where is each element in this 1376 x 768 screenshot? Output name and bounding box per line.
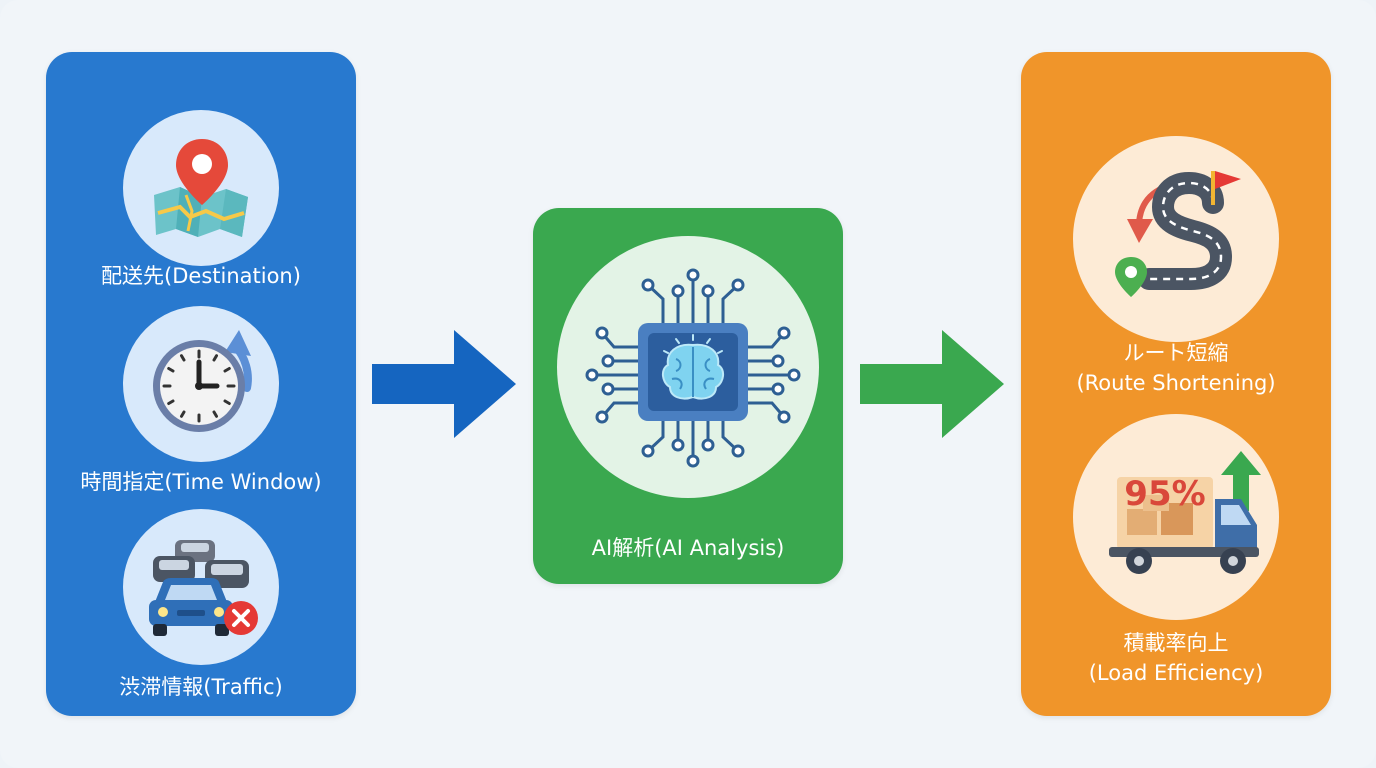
map-pin-icon	[154, 139, 248, 237]
time-window-label: 時間指定(Time Window)	[80, 470, 322, 494]
route-shortening-label: ルート短縮 (Route Shortening)	[1021, 338, 1331, 398]
loaded-truck-icon: 95%	[1109, 451, 1261, 574]
winding-route-icon	[1115, 171, 1241, 297]
traffic-jam-icon	[149, 540, 258, 636]
clock-icon	[153, 330, 252, 432]
destination-circle	[123, 110, 279, 266]
ai-circle	[557, 236, 819, 498]
input-panel: 配送先(Destination)	[46, 52, 356, 716]
load-badge: 95%	[1124, 474, 1205, 514]
output-panel: ルート短縮 (Route Shortening) 95%	[1021, 52, 1331, 716]
route-shortening-label-en: (Route Shortening)	[1076, 371, 1276, 395]
ai-brain-chip-icon	[585, 268, 801, 468]
traffic-label: 渋滞情報(Traffic)	[119, 675, 283, 699]
input-to-ai-arrow-icon	[372, 330, 516, 438]
load-efficiency-label-en: (Load Efficiency)	[1088, 661, 1264, 685]
load-efficiency-circle: 95%	[1073, 414, 1279, 620]
load-efficiency-label: 積載率向上 (Load Efficiency)	[1021, 628, 1331, 688]
ai-to-output-arrow-icon	[860, 330, 1004, 438]
route-shortening-circle	[1073, 136, 1279, 342]
ai-analysis-label: AI解析(AI Analysis)	[591, 536, 785, 560]
ai-panel: AI解析(AI Analysis)	[533, 208, 843, 584]
destination-label: 配送先(Destination)	[101, 264, 301, 288]
traffic-circle	[123, 509, 279, 665]
load-efficiency-label-ja: 積載率向上	[1123, 631, 1229, 655]
time-window-circle	[123, 306, 279, 462]
route-shortening-label-ja: ルート短縮	[1123, 341, 1229, 365]
